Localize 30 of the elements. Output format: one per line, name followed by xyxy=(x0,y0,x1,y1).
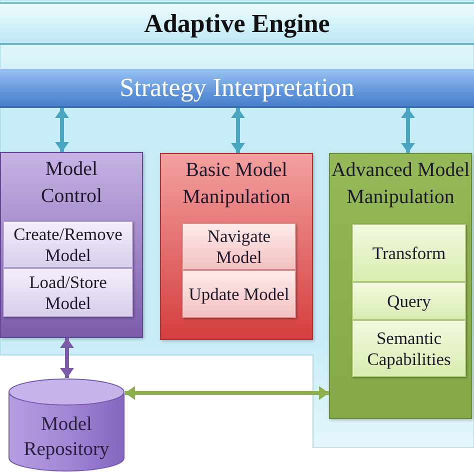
function-label: Query xyxy=(387,290,431,312)
panel-title: Adaptive Engine xyxy=(144,8,330,40)
component-panel xyxy=(160,153,313,340)
function-box xyxy=(352,282,466,320)
database-cylinder xyxy=(8,378,125,472)
double-arrow xyxy=(125,386,329,400)
double-arrow xyxy=(55,108,69,152)
function-box xyxy=(3,221,133,268)
function-box xyxy=(182,270,296,318)
function-label: Create/Remove Model xyxy=(12,224,124,265)
component-heading: Model Control xyxy=(40,157,104,209)
function-box xyxy=(3,268,133,317)
double-arrow xyxy=(231,108,245,153)
component-panel xyxy=(0,152,143,338)
function-label: Update Model xyxy=(188,284,290,304)
function-label: Semantic Capabilities xyxy=(366,328,452,370)
component-panel xyxy=(329,153,472,419)
function-label: Transform xyxy=(372,242,446,264)
layer-bar xyxy=(0,68,474,108)
double-arrow xyxy=(60,338,74,378)
layer-label: Strategy Interpretation xyxy=(120,72,354,104)
component-heading: Basic Model Manipulation xyxy=(182,158,292,210)
double-arrow xyxy=(401,108,415,153)
function-label: Navigate Model xyxy=(206,226,272,267)
function-box xyxy=(182,223,296,270)
component-heading: Advanced Model Manipulation xyxy=(330,158,471,210)
function-label: Load/Store Model xyxy=(28,272,108,313)
database-label: Model Repository xyxy=(22,412,110,462)
function-box xyxy=(352,320,466,377)
function-box xyxy=(352,224,466,282)
